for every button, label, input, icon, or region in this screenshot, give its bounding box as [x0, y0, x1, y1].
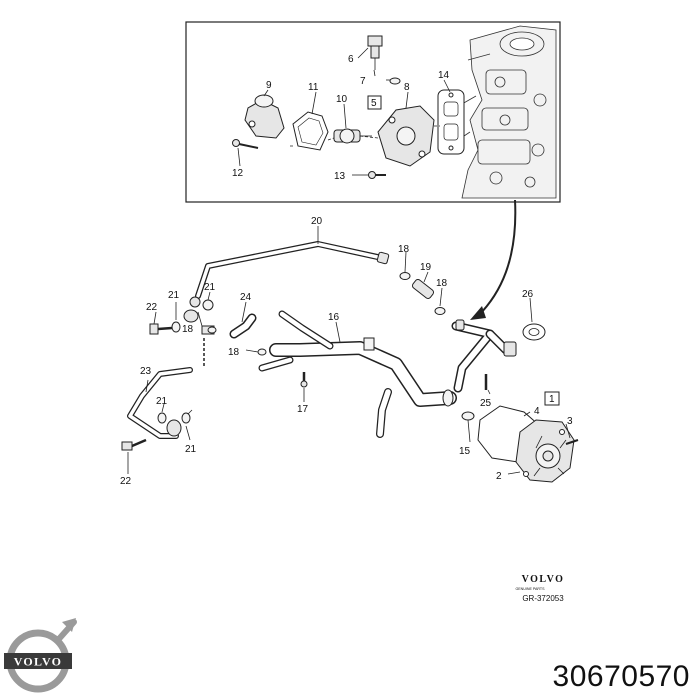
water-pump-assembly	[477, 405, 579, 483]
callout-8: 8	[404, 82, 410, 93]
callout-4: 4	[534, 406, 540, 417]
callout-24: 24	[240, 292, 252, 303]
callout-18b: 18	[436, 278, 448, 289]
callout-25: 25	[480, 398, 492, 409]
inset-detail-box	[185, 21, 561, 203]
sensor-part-6	[367, 35, 383, 70]
callout-13: 13	[334, 171, 346, 182]
callout-26: 26	[522, 289, 534, 300]
o-ring-18b	[434, 307, 446, 315]
inset-leader-lines	[237, 47, 451, 176]
bolt-part-12	[232, 139, 259, 149]
callout-17: 17	[297, 404, 309, 415]
engine-block-drawing	[457, 25, 557, 199]
pump-inlet-pipe	[451, 319, 517, 393]
callout-2: 2	[496, 471, 502, 482]
callout-19: 19	[420, 262, 432, 273]
genuine-parts-stamp: VOLVO GENUINE PARTS GR-372053	[515, 574, 564, 603]
callout-box-5	[367, 95, 382, 110]
callout-21c: 21	[156, 396, 168, 407]
thermostat-housing-part-9	[244, 94, 285, 139]
callout-labels: 6 7 9 11 10 5 8 14 12 13 20 18 19 18 26 …	[120, 54, 573, 487]
hose-part-19	[411, 278, 435, 300]
callout-22a: 22	[146, 302, 158, 313]
gasket-part-14	[437, 89, 465, 155]
o-ring-18d	[257, 348, 267, 356]
callout-15: 15	[459, 446, 471, 457]
thermostat-part-10	[333, 128, 372, 144]
callout-14: 14	[438, 70, 450, 81]
hose-part-24	[229, 313, 257, 339]
banjo-fitting	[183, 309, 199, 323]
pipe-part-20	[189, 241, 390, 308]
o-ring-18c	[207, 326, 217, 334]
callout-9: 9	[266, 80, 272, 91]
callout-23: 23	[140, 366, 152, 377]
callout-21a: 21	[168, 290, 180, 301]
callout-21d: 21	[185, 444, 197, 455]
callout-12: 12	[232, 168, 244, 179]
callout-21b: 21	[204, 282, 216, 293]
bolt-part-22-upper	[149, 323, 173, 335]
callout-box-1	[544, 391, 560, 406]
callout-10: 10	[336, 94, 348, 105]
callout-22b: 22	[120, 476, 132, 487]
washer-21d	[181, 412, 191, 424]
callout-3: 3	[567, 416, 573, 427]
callout-7: 7	[360, 76, 366, 87]
washer-21a	[171, 321, 181, 333]
callout-16: 16	[328, 312, 340, 323]
pointer-arrow	[470, 199, 517, 320]
callout-18c: 18	[182, 324, 194, 335]
washer-21b	[202, 299, 214, 311]
volvo-logo: VOLVO	[4, 618, 77, 693]
stamp-subtitle: GENUINE PARTS	[515, 587, 545, 591]
bolt-part-22-lower	[121, 438, 147, 451]
callout-11: 11	[308, 82, 319, 93]
washer-21c	[157, 412, 167, 424]
callout-5: 5	[371, 98, 377, 109]
stamp-brand: VOLVO	[522, 574, 565, 585]
main-pipe-part-16	[258, 310, 457, 438]
o-ring-part-15	[461, 411, 475, 421]
water-outlet-part-8	[377, 105, 435, 167]
bolt-part-13	[368, 171, 386, 179]
main-leader-lines	[127, 226, 571, 475]
callout-6: 6	[348, 54, 354, 65]
clip-part-7	[389, 77, 401, 85]
pipe-part-23	[127, 367, 193, 439]
part-number: 30670570	[552, 660, 690, 693]
callout-1: 1	[549, 394, 555, 405]
callout-18d: 18	[228, 347, 240, 358]
callout-18a: 18	[398, 244, 410, 255]
logo-wordmark: VOLVO	[14, 655, 62, 669]
callout-20: 20	[311, 216, 323, 227]
gasket-part-26	[522, 323, 546, 341]
bolt-part-17	[300, 372, 308, 388]
o-ring-18a	[399, 272, 411, 280]
stamp-reference: GR-372053	[522, 594, 564, 603]
